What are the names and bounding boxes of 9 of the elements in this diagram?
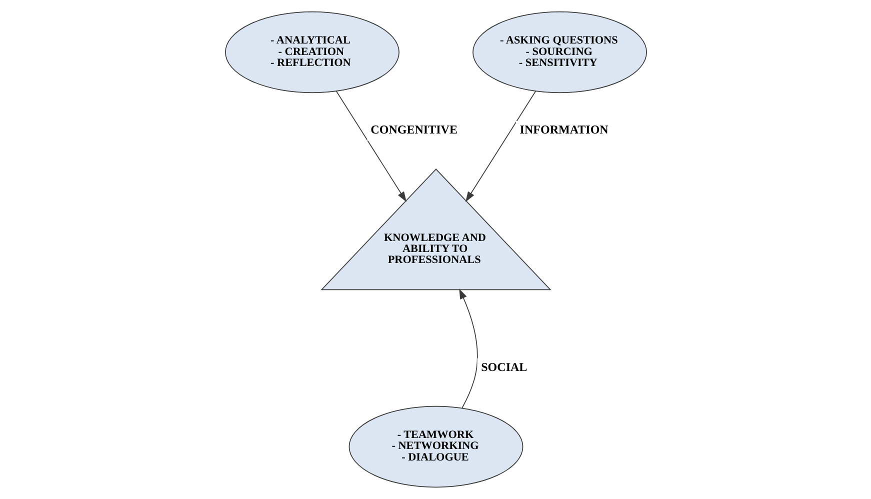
node-ellipse: - ASKING QUESTIONS - SOURCING - SENSITIVITY xyxy=(472,11,646,94)
edge-label: SOCIAL xyxy=(480,360,527,374)
arrow xyxy=(458,288,478,408)
arrow xyxy=(465,90,536,202)
edge-label: INFORMATION xyxy=(519,122,608,137)
arrow xyxy=(335,90,406,202)
node-ellipse: - ANALYTICAL - CREATION - REFLECTION xyxy=(224,11,399,94)
node-ellipse: - TEAMWORK - NETWORKING - DIALOGUE xyxy=(348,406,523,488)
edge-label: CONGENITIVE xyxy=(370,122,457,137)
